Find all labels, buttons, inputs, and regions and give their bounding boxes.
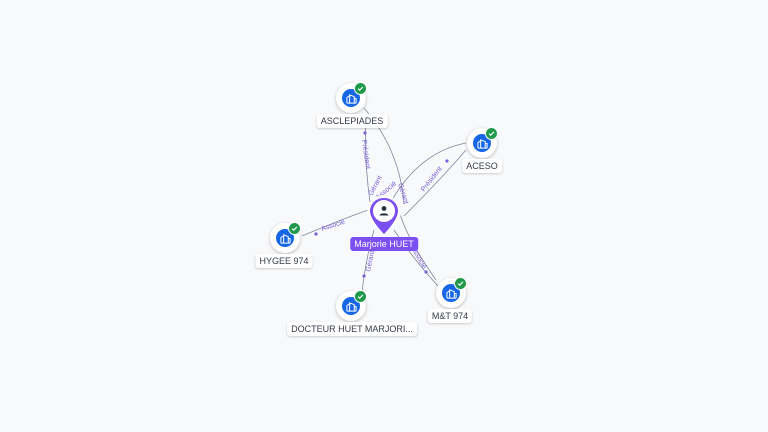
edge-label-aceso-president: Président xyxy=(420,166,444,194)
edge-label-asclepiades-president: Président xyxy=(360,139,371,169)
edge-aceso-2 xyxy=(403,149,467,217)
edge-mt974 xyxy=(393,229,439,287)
edge-label-hygee-associe: Associé xyxy=(320,219,346,233)
edge-arrow xyxy=(314,232,318,236)
company-node-hygee[interactable] xyxy=(270,222,301,253)
company-node-docteur[interactable] xyxy=(336,290,367,321)
check-icon xyxy=(354,82,367,95)
edge-aceso xyxy=(391,142,467,201)
company-node-mt974[interactable] xyxy=(436,277,467,308)
company-label-aceso[interactable]: ACESO xyxy=(462,159,502,173)
company-label-mt974[interactable]: M&T 974 xyxy=(427,309,473,323)
company-label-docteur[interactable]: DOCTEUR HUET MARJORI... xyxy=(287,322,417,336)
edge-arrow xyxy=(424,270,428,274)
edge-docteur xyxy=(361,229,375,293)
edge-arrow xyxy=(362,274,366,278)
edge-label-docteur-gerant: Gérant xyxy=(365,250,376,272)
company-node-aceso[interactable] xyxy=(467,127,498,158)
check-icon xyxy=(288,222,301,235)
edge-arrow xyxy=(445,159,449,163)
person-icon xyxy=(379,206,389,216)
edge-arrow xyxy=(363,131,367,135)
company-node-asclepiades[interactable] xyxy=(336,82,367,113)
edge-hygee xyxy=(301,209,369,237)
check-icon xyxy=(454,277,467,290)
person-label[interactable]: Marjorie HUET xyxy=(350,237,418,251)
check-icon xyxy=(354,290,367,303)
check-icon xyxy=(485,127,498,140)
person-node[interactable] xyxy=(366,194,402,238)
person-pin-icon xyxy=(367,195,401,234)
company-label-hygee[interactable]: HYGEE 974 xyxy=(255,254,313,268)
company-label-asclepiades[interactable]: ASCLEPIADES xyxy=(316,114,388,128)
